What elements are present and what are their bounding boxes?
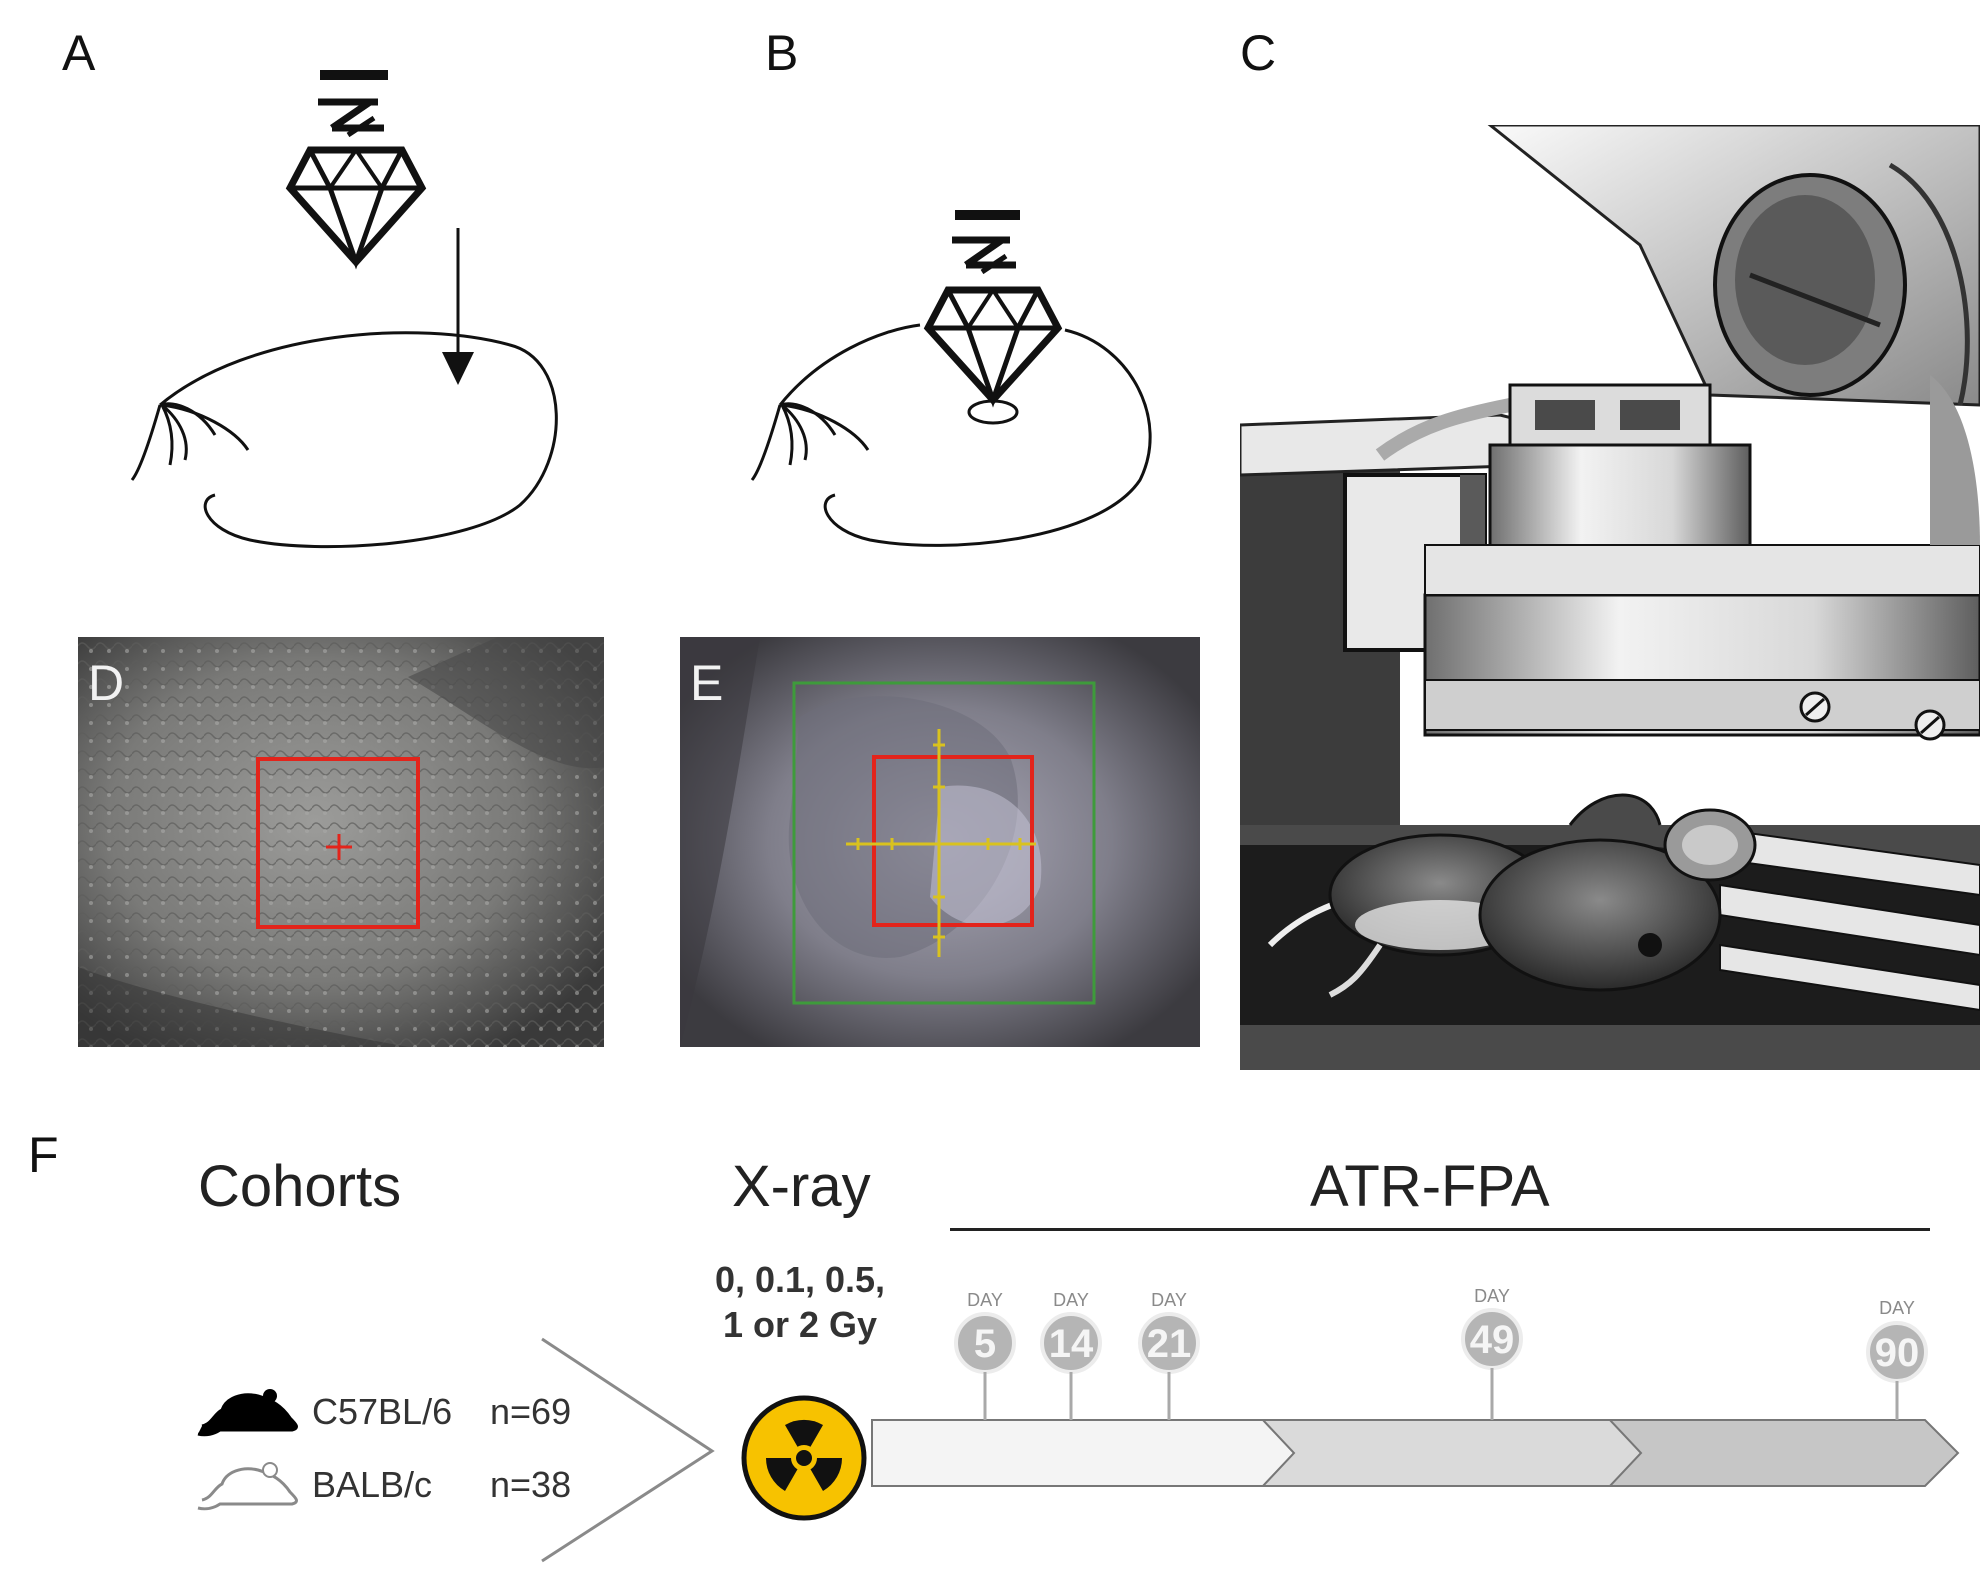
field-of-view-box <box>792 681 1096 1005</box>
day-marker: DAY 5 <box>954 1290 1016 1420</box>
skull-window <box>967 399 1019 425</box>
xray-title: X-ray <box>732 1154 871 1219</box>
day-number: 21 <box>1147 1322 1192 1366</box>
diamond-crystal-icon <box>285 70 427 270</box>
panel-label-e: E <box>690 655 724 711</box>
measurement-crosshair <box>846 729 1036 957</box>
panel-label-b: B <box>765 25 799 81</box>
dose-text: 0, 0.1, 0.5, 1 or 2 Gy <box>700 1257 900 1347</box>
timeline-arrows <box>871 1419 1960 1487</box>
panel-label-d: D <box>88 655 125 711</box>
panel-b-drawing <box>750 210 1152 547</box>
day-label: DAY <box>1053 1290 1089 1310</box>
atr-fpa-underline <box>950 1228 1930 1231</box>
panel-a-drawing <box>130 70 558 549</box>
day-marker: DAY 21 <box>1138 1290 1200 1420</box>
anesthetized-mouse <box>1267 793 1757 998</box>
day-markers: DAY 5 DAY 14 DAY 21 DAY 49 DAY 90 <box>954 1286 1928 1420</box>
day-label: DAY <box>1151 1290 1187 1310</box>
dose-line-1: 0, 0.1, 0.5, <box>714 1259 886 1300</box>
cohorts-title: Cohorts <box>198 1154 402 1219</box>
panel-label-a: A <box>62 25 96 81</box>
diamond-crystal-icon <box>923 210 1063 408</box>
mouse-head-outline <box>130 331 558 549</box>
day-number: 14 <box>1049 1322 1094 1366</box>
strain-count: n=38 <box>490 1464 572 1505</box>
day-marker: DAY 90 <box>1866 1298 1928 1420</box>
mouse-icon <box>197 1462 298 1511</box>
roi-box <box>256 757 420 929</box>
day-marker: DAY 14 <box>1040 1290 1102 1420</box>
panel-label-c: C <box>1240 25 1277 81</box>
atr-fpa-title: ATR-FPA <box>1310 1154 1550 1219</box>
day-number: 49 <box>1470 1318 1515 1362</box>
mouse-icon <box>197 1389 298 1437</box>
panel-e-photo <box>680 637 1200 1047</box>
panel-d-photo <box>78 637 604 1047</box>
day-number: 90 <box>1875 1331 1920 1375</box>
panel-label-f: F <box>28 1127 59 1183</box>
day-number: 5 <box>974 1322 996 1366</box>
roi-box <box>872 755 1034 927</box>
radiation-icon <box>741 1395 867 1521</box>
strain-name: BALB/c <box>312 1464 433 1505</box>
mouse-head-outline <box>750 323 1152 547</box>
dose-line-2: 1 or 2 Gy <box>722 1304 878 1345</box>
day-label: DAY <box>967 1290 1003 1310</box>
strain-name: C57BL/6 <box>312 1391 453 1432</box>
panel-c-illustration <box>1240 125 1980 1070</box>
day-label: DAY <box>1474 1286 1510 1306</box>
strain-count: n=69 <box>490 1391 572 1432</box>
day-label: DAY <box>1879 1298 1915 1318</box>
cohort-merge-chevron <box>541 1337 715 1563</box>
down-arrow-icon <box>442 228 474 385</box>
day-marker: DAY 49 <box>1461 1286 1523 1420</box>
